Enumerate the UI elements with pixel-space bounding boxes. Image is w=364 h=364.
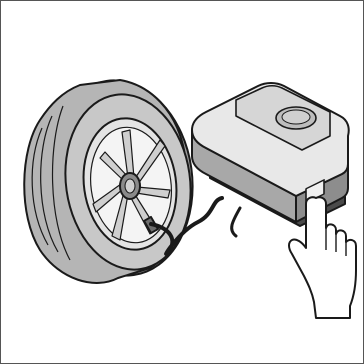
hose-icon — [149, 196, 224, 256]
tread-line-2 — [40, 115, 59, 253]
tread-line-1 — [31, 127, 49, 246]
wheel-hub-cap — [124, 178, 136, 194]
gauge-face — [281, 109, 311, 125]
hand-outline — [288, 196, 357, 319]
hand-pointer-icon — [288, 196, 357, 319]
tread-line-3 — [51, 105, 71, 261]
cord-icon — [230, 206, 242, 238]
wheel-icon — [23, 79, 194, 284]
